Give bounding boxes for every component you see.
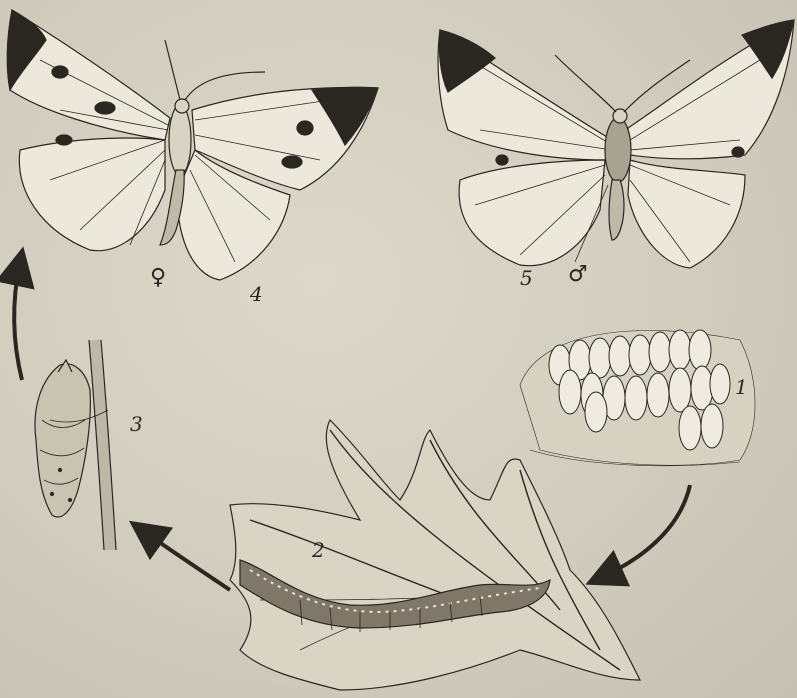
egg-cluster [520,330,755,466]
label-eggs: 1 [735,375,748,399]
female-symbol: ♀ [150,265,166,290]
label-pupa: 3 [130,412,143,436]
pupa [35,340,116,550]
label-caterpillar: 2 [312,538,325,562]
label-male-butterfly: 5 [520,266,533,290]
arrow-pupa-to-butterfly [14,262,22,380]
male-symbol: ♂ [568,262,588,287]
female-butterfly [7,10,378,280]
label-female-butterfly: 4 [250,282,263,306]
arrow-eggs-to-caterpillar [600,485,690,578]
arrow-caterpillar-to-pupa [142,530,230,590]
male-butterfly [438,20,794,268]
